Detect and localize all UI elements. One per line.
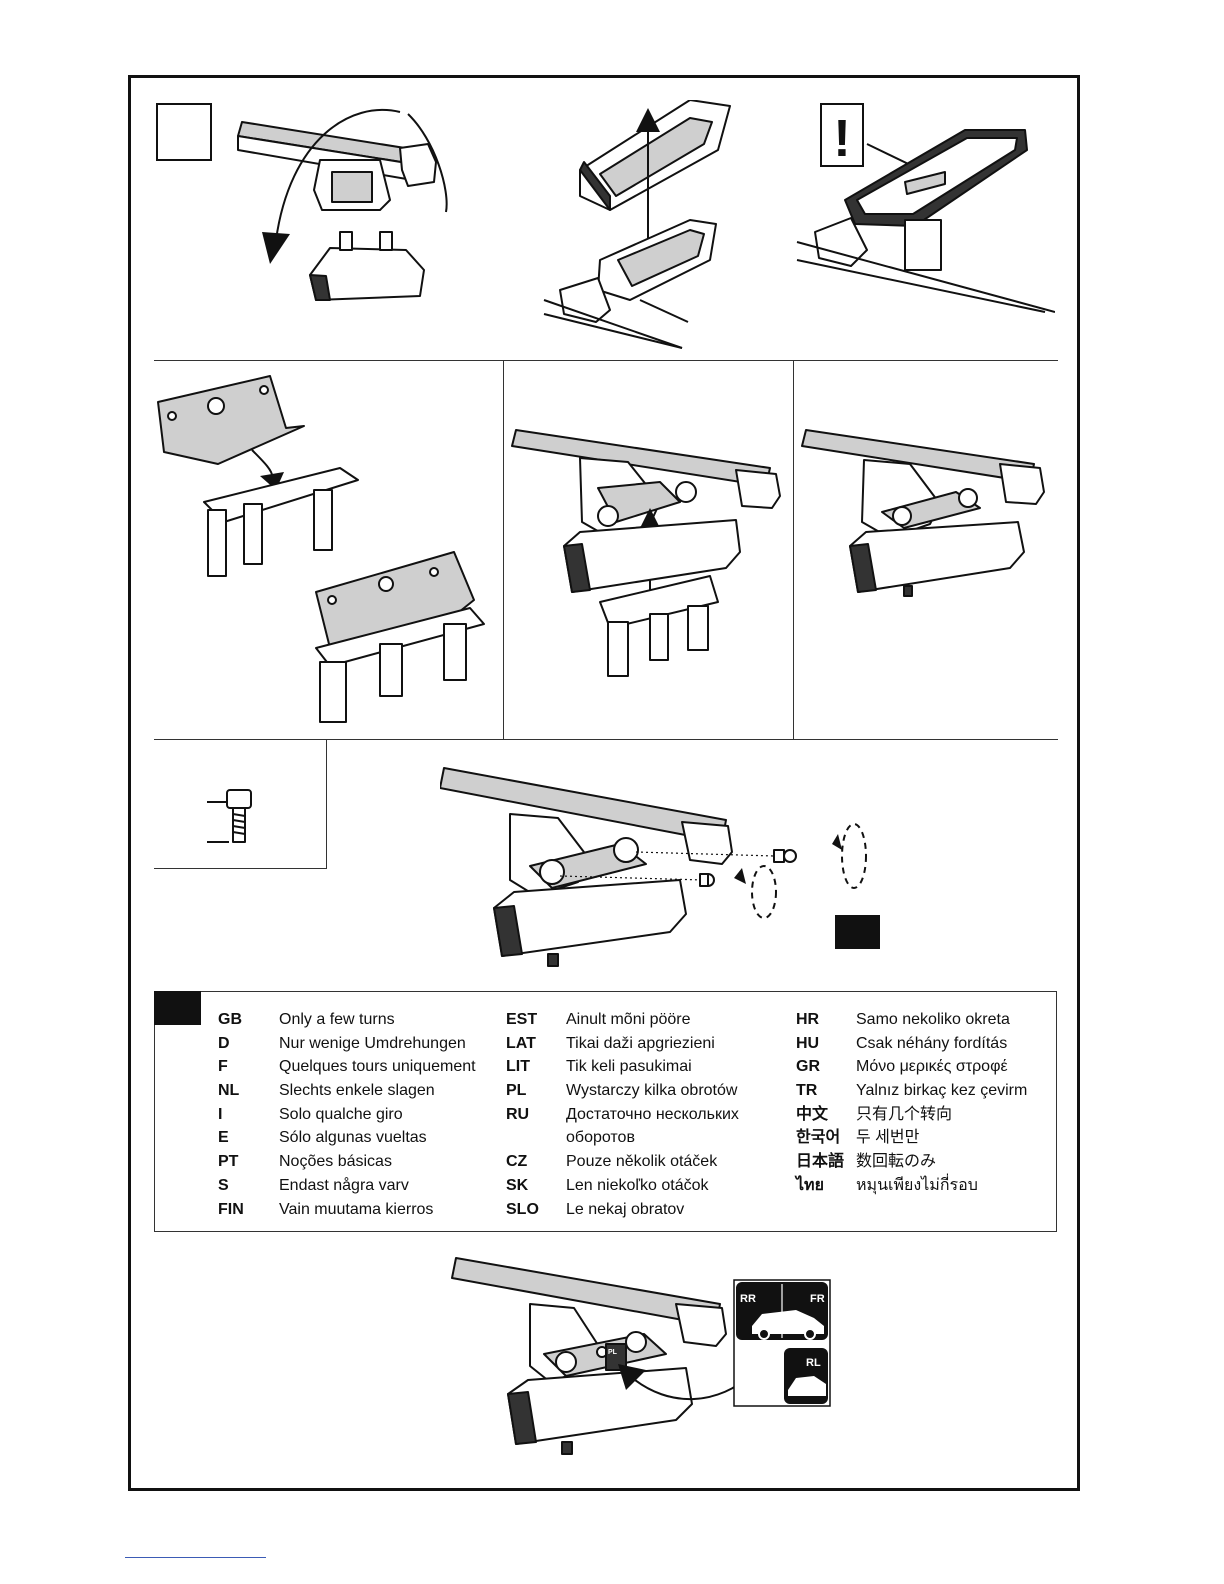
svg-text:RL: RL	[806, 1357, 821, 1369]
illustration-remove-pad	[237, 108, 448, 301]
warning-icon	[820, 103, 864, 167]
illustration-adapter-plate	[157, 375, 485, 723]
illustration-assembled-foot	[801, 429, 1045, 597]
screw-icon	[207, 789, 252, 843]
language-table	[154, 991, 1057, 1232]
turn-arrow-icon	[751, 865, 777, 919]
step-number-box	[156, 103, 212, 161]
illustration-warning-check: !	[796, 103, 1055, 313]
svg-text:FR: FR	[810, 1293, 825, 1305]
illustration-tighten-screws	[440, 767, 867, 967]
illustration-lift-cover	[543, 100, 731, 349]
screw-panel-bottom	[154, 868, 327, 869]
svg-text:RR: RR	[740, 1293, 756, 1305]
col-divider-1	[503, 360, 504, 740]
footer-link-underline	[125, 1557, 266, 1558]
page-frame	[128, 75, 1080, 1491]
illustration-apply-sticker: PL RR FR RL	[451, 1257, 831, 1455]
svg-text:!: !	[833, 110, 850, 168]
screw-panel-divider	[326, 739, 327, 869]
illustration-insert-plate	[511, 429, 781, 677]
col-divider-2	[793, 360, 794, 740]
svg-text:PL: PL	[608, 1349, 618, 1356]
language-table-tab	[154, 991, 201, 1025]
row-divider-1	[154, 360, 1058, 361]
row-divider-2	[154, 739, 1058, 740]
step-label-block	[835, 915, 880, 949]
